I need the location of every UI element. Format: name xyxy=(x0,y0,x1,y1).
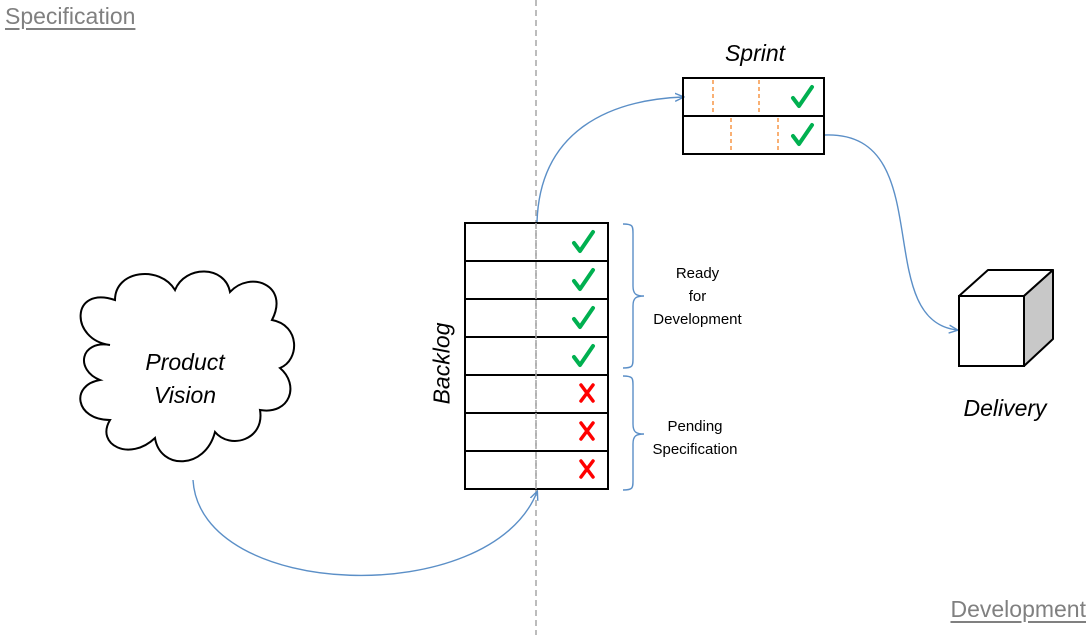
check-icon xyxy=(572,268,595,291)
cross-icon xyxy=(579,421,595,441)
vision-to-backlog-arrow xyxy=(192,479,537,577)
delivery-box-icon xyxy=(958,269,1054,367)
ready-group-line3: Development xyxy=(653,311,742,328)
sprint-row xyxy=(682,115,825,155)
cross-icon xyxy=(579,459,595,479)
product-vision-label: Product Vision xyxy=(125,346,245,412)
pending-group-label: Pending Specification xyxy=(640,415,750,461)
product-vision-line1: Product xyxy=(145,349,225,375)
specification-zone-label: Specification xyxy=(5,3,136,29)
sprint-table xyxy=(682,77,825,155)
sprint-to-delivery-arrow xyxy=(823,134,957,330)
check-icon xyxy=(572,306,595,329)
backlog-table xyxy=(464,222,609,490)
pending-group-line2: Specification xyxy=(652,441,738,458)
delivery-title: Delivery xyxy=(963,395,1047,421)
backlog-to-sprint-arrow xyxy=(536,97,683,223)
ready-group-brace xyxy=(622,223,645,369)
ready-group-line2: for xyxy=(688,288,707,305)
backlog-title: Backlog xyxy=(428,322,455,405)
product-vision-line2: Vision xyxy=(153,382,217,408)
ready-group-label: Ready for Development xyxy=(640,262,755,331)
product-vision-cloud xyxy=(79,270,295,463)
ready-group-line1: Ready xyxy=(675,265,720,282)
cross-icon xyxy=(579,383,595,403)
check-icon xyxy=(791,123,814,146)
sprint-title: Sprint xyxy=(724,40,786,66)
development-zone-label: Development xyxy=(950,596,1086,622)
check-icon xyxy=(572,344,595,367)
pending-group-brace xyxy=(622,375,645,491)
check-icon xyxy=(572,230,595,253)
check-icon xyxy=(791,85,814,108)
pending-group-line1: Pending xyxy=(667,418,723,435)
